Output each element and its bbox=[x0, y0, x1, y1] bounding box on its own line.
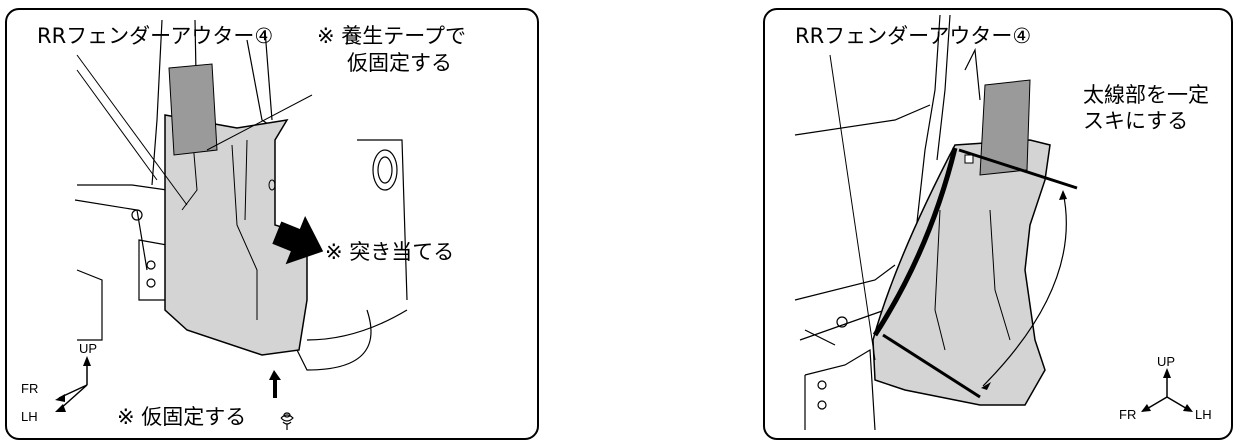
part-label: RRフェンダーアウター④ bbox=[37, 24, 274, 48]
body-panel-line bbox=[799, 309, 886, 341]
up-arrow bbox=[269, 370, 281, 398]
axis-arrows-left bbox=[58, 360, 88, 411]
axis-up-label: UP bbox=[1157, 354, 1176, 369]
gap-thick-edge bbox=[872, 147, 958, 337]
bolt-hole bbox=[146, 278, 156, 288]
leader-line bbox=[206, 94, 313, 151]
push-arrow bbox=[272, 216, 324, 265]
extension-line bbox=[882, 333, 981, 399]
body-panel-line bbox=[77, 184, 168, 191]
body-panel-line bbox=[804, 329, 836, 346]
bolt-hole bbox=[146, 260, 156, 270]
note-gap-line1: 太線部を一定 bbox=[1083, 83, 1209, 107]
bolt-hole bbox=[131, 209, 143, 221]
left-illustration-drawing bbox=[55, 19, 408, 430]
body-panel-line bbox=[76, 269, 103, 341]
curing-tape bbox=[979, 79, 1031, 176]
axis-fr-label: FR bbox=[21, 381, 39, 396]
note-butt: ※ 突き当てる bbox=[325, 240, 455, 264]
leader-line bbox=[76, 69, 158, 181]
body-panel-line bbox=[794, 104, 931, 136]
bolt-hole bbox=[817, 380, 827, 390]
body-panel-line bbox=[964, 47, 981, 101]
note-tape-line2: 仮固定する bbox=[347, 51, 452, 75]
body-panel-line bbox=[306, 309, 408, 341]
part-label: RRフェンダーアウター④ bbox=[795, 24, 1032, 48]
body-panel-line bbox=[936, 14, 951, 161]
body-panel-line bbox=[357, 139, 408, 301]
body-panel-line bbox=[151, 19, 163, 186]
body-panel-line bbox=[246, 39, 278, 131]
left-illustration-panel: RRフェンダーアウター④ ※ 養生テープで 仮固定する ※ 突き当てる ※ 仮固… bbox=[5, 8, 539, 440]
fender-outer-part bbox=[872, 139, 1051, 406]
clip-icon bbox=[280, 412, 294, 430]
right-illustration-panel: RRフェンダーアウター④ 太線部を一定 スキにする UP FR LH bbox=[763, 8, 1233, 440]
leader-line bbox=[829, 54, 876, 361]
body-bracket bbox=[372, 149, 398, 191]
right-illustration-drawing bbox=[794, 14, 1193, 431]
bolt-hole bbox=[817, 400, 827, 410]
body-panel-line bbox=[264, 29, 273, 121]
note-gap-line2: スキにする bbox=[1083, 109, 1189, 133]
note-temp-fix: ※ 仮固定する bbox=[117, 405, 247, 429]
note-tape-line1: ※ 養生テープで bbox=[317, 24, 467, 48]
axis-lh-label: LH bbox=[21, 409, 38, 424]
dimension-arc bbox=[982, 191, 1067, 387]
fender-outer-part bbox=[164, 114, 308, 356]
bolt-hole bbox=[836, 316, 848, 328]
extension-line bbox=[958, 148, 1078, 190]
body-panel-line bbox=[804, 348, 876, 431]
curing-tape bbox=[168, 63, 218, 156]
axis-lh-label: LH bbox=[1195, 407, 1212, 422]
leader-line bbox=[76, 54, 188, 206]
axis-fr-label: FR bbox=[1119, 407, 1137, 422]
body-panel-line bbox=[296, 309, 372, 371]
body-panel-line bbox=[794, 264, 896, 301]
axis-up-label: UP bbox=[79, 341, 98, 356]
